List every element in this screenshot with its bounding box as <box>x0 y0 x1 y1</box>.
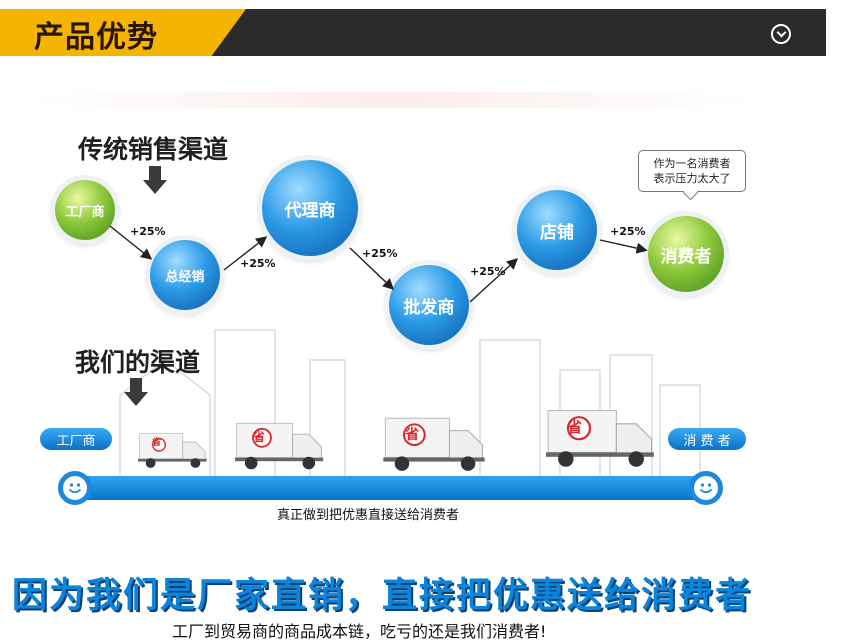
node-factory-label: 工厂商 <box>65 204 105 220</box>
speech-line-2: 表示压力太大了 <box>653 172 731 185</box>
truck-badge: 省 <box>152 438 162 448</box>
footnote-text: 工厂到贸易商的商品成本链，吃亏的还是我们消费者! <box>172 622 547 641</box>
truck-icon <box>138 433 207 468</box>
smiley-icon <box>689 471 723 505</box>
direct-channel-bar <box>62 476 712 500</box>
node-agent-label: 代理商 <box>284 200 336 221</box>
arrow-distributor-to-agent <box>223 236 268 271</box>
down-arrow-icon <box>143 166 167 194</box>
city-skyline-illustration <box>119 329 701 480</box>
smiley-icon <box>58 471 92 505</box>
markup-label-4: +25% <box>470 265 506 278</box>
end-tag-consumer: 消 费 者 <box>668 428 746 450</box>
truck-badge: 省 <box>567 418 583 436</box>
our-channel-heading: 我们的渠道 <box>75 348 201 377</box>
arrow-wholesaler-to-store <box>469 258 519 303</box>
start-tag-label: 工厂商 <box>56 433 96 449</box>
node-agent: 代理商 <box>262 160 358 256</box>
node-wholesaler-label: 批发商 <box>403 297 455 318</box>
speech-line-1: 作为一名消费者 <box>653 157 731 170</box>
truck-icon <box>235 422 324 470</box>
header-title-tab <box>0 9 246 56</box>
node-store: 店铺 <box>517 190 597 270</box>
truck-icon <box>546 410 654 467</box>
down-arrow-icon <box>124 378 148 406</box>
markup-label-1: +25% <box>130 225 166 238</box>
truck-icon <box>383 417 485 471</box>
node-consumer-label: 消费者 <box>660 246 712 267</box>
markup-label-2: +25% <box>240 257 276 270</box>
node-wholesaler: 批发商 <box>389 265 469 345</box>
node-factory: 工厂商 <box>55 180 115 240</box>
arrow-agent-to-wholesaler <box>349 247 395 290</box>
arrow-factory-to-distributor <box>109 225 153 260</box>
decorative-strip <box>28 92 750 108</box>
consumer-speech-bubble: 作为一名消费者 表示压力太大了 <box>638 150 746 192</box>
truck-badge: 省 <box>253 430 266 444</box>
node-store-label: 店铺 <box>540 222 574 243</box>
markup-label-5: +25% <box>610 225 646 238</box>
markup-label-3: +25% <box>362 247 398 260</box>
truck-badge: 省 <box>405 427 419 443</box>
arrow-store-to-consumer <box>599 239 648 254</box>
section-title: 产品优势 <box>34 20 158 55</box>
slogan-headline: 因为我们是厂家直销，直接把优惠送给消费者 <box>12 576 753 616</box>
end-tag-label: 消 费 者 <box>683 433 731 449</box>
chevron-down-circle-icon[interactable] <box>771 24 791 44</box>
direct-channel-caption: 真正做到把优惠直接送给消费者 <box>277 508 460 523</box>
node-distributor-label: 总经销 <box>165 269 205 285</box>
node-consumer: 消费者 <box>648 216 724 292</box>
start-tag-factory: 工厂商 <box>40 428 112 450</box>
traditional-channel-heading: 传统销售渠道 <box>78 135 229 164</box>
node-distributor: 总经销 <box>150 240 220 310</box>
